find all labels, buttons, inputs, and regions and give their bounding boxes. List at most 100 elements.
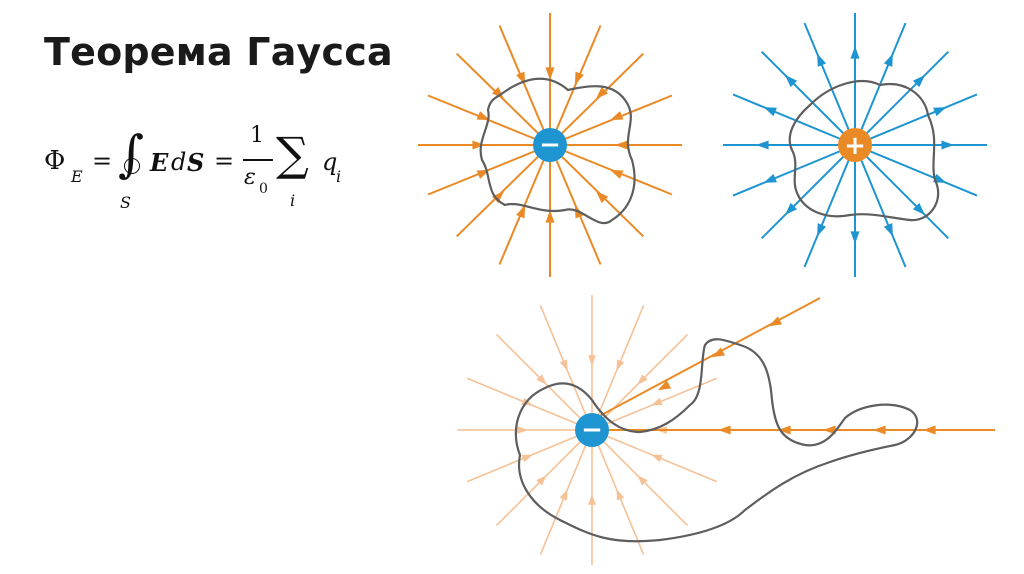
field-arrow-icon <box>559 359 568 371</box>
field-arrow-icon <box>615 140 628 150</box>
field-arrow-icon <box>516 205 526 219</box>
field-arrow-icon <box>517 426 528 434</box>
field-arrow-icon <box>545 210 555 223</box>
positive-sign: + <box>844 131 866 161</box>
field-arrow-icon <box>610 169 624 179</box>
external-field-line <box>591 297 821 421</box>
field-arrow-icon <box>768 316 783 327</box>
flux-subscript: E <box>71 167 83 186</box>
negative-sign-2: − <box>581 415 603 445</box>
field-arrow-icon <box>476 169 490 179</box>
integral-subscript: S <box>120 193 131 212</box>
field-line <box>854 50 950 146</box>
differential: d <box>171 148 187 176</box>
area-vector: S <box>187 148 205 177</box>
field-arrow-icon <box>588 355 596 366</box>
field-line <box>455 52 551 146</box>
field-line <box>854 144 907 268</box>
field-arrow-icon <box>883 53 893 67</box>
field-arrow-icon <box>763 107 777 117</box>
field-line <box>498 25 551 146</box>
field-arrow-icon <box>850 231 860 244</box>
field-arrow-icon <box>784 74 798 88</box>
flux-symbol: Φ <box>44 146 66 176</box>
field-arrow-icon <box>651 454 663 463</box>
gauss-formula: Φ E = ∫ S E d S = 1 ε 0 ∑ i q i <box>30 115 410 225</box>
field-line <box>760 50 856 146</box>
equals-sign: = <box>92 147 113 175</box>
field-arrow-icon <box>657 380 672 391</box>
field-line <box>549 144 673 196</box>
gaussian-surface-2 <box>788 80 940 222</box>
positive-charge-icon <box>838 128 872 162</box>
field-line <box>732 144 856 197</box>
field-line <box>498 144 551 265</box>
field-arrow-icon <box>923 425 936 435</box>
charge-symbol: q <box>322 148 338 176</box>
negative-charge-icon <box>533 128 567 162</box>
slide-title: Теорема Гаусса <box>44 30 393 74</box>
field-arrow-icon <box>521 454 533 463</box>
field-line <box>549 52 645 146</box>
field-arrow-icon <box>912 74 926 88</box>
epsilon-subscript: 0 <box>259 181 268 197</box>
field-arrow-icon <box>763 173 777 183</box>
field-arrow-icon <box>711 347 726 358</box>
field-line <box>854 144 950 240</box>
sum-icon: ∑ <box>276 127 309 181</box>
charge-subscript: i <box>336 167 342 186</box>
field-line <box>854 144 978 197</box>
field-arrow-icon <box>559 489 568 501</box>
field-vector: E <box>150 148 169 177</box>
field-arrow-icon <box>536 475 547 486</box>
field-arrow-icon <box>637 475 648 486</box>
sum-subscript: i <box>290 191 296 210</box>
field-arrow-icon <box>588 494 596 505</box>
contour-circle-icon <box>124 158 140 174</box>
field-arrow-icon <box>616 489 625 501</box>
field-line <box>427 144 551 196</box>
field-arrow-icon <box>850 46 860 59</box>
field-line <box>803 144 856 268</box>
field-arrow-icon <box>476 111 490 121</box>
field-line <box>549 94 673 146</box>
field-arrow-icon <box>912 202 926 216</box>
field-arrow-icon <box>536 374 547 385</box>
fraction-bar <box>243 159 273 161</box>
epsilon-symbol: ε <box>244 165 256 190</box>
field-arrow-icon <box>933 107 947 117</box>
field-line <box>549 144 645 238</box>
fraction-numerator: 1 <box>250 123 264 148</box>
field-arrow-icon <box>595 86 609 100</box>
field-line <box>760 144 856 240</box>
field-line <box>549 25 602 146</box>
negative-charge-icon-2 <box>575 413 609 447</box>
field-arrow-icon <box>883 223 893 237</box>
gaussian-surface-3 <box>514 338 919 543</box>
field-arrow-icon <box>491 190 505 204</box>
field-arrow-icon <box>823 425 836 435</box>
field-line <box>732 93 856 146</box>
gaussian-surface <box>479 77 636 225</box>
diagram-negative-charge: − <box>418 13 682 277</box>
field-arrow-icon <box>873 425 886 435</box>
field-arrow-icon <box>616 359 625 371</box>
field-arrow-icon <box>817 223 827 237</box>
diagram-positive-charge: + <box>723 13 987 277</box>
field-line <box>455 144 551 238</box>
field-arrow-icon <box>778 425 791 435</box>
negative-sign: − <box>539 130 561 160</box>
field-line <box>854 93 978 146</box>
field-arrow-icon <box>574 71 584 85</box>
field-arrow-icon <box>637 374 648 385</box>
equals-sign-2: = <box>214 147 235 175</box>
field-arrow-icon <box>545 67 555 80</box>
field-arrow-icon <box>595 190 609 204</box>
field-arrow-icon <box>784 202 798 216</box>
field-line <box>803 22 856 146</box>
field-arrow-icon <box>817 53 827 67</box>
field-arrow-icon <box>472 140 485 150</box>
field-arrow-icon <box>941 140 954 150</box>
field-arrow-icon <box>718 425 731 435</box>
